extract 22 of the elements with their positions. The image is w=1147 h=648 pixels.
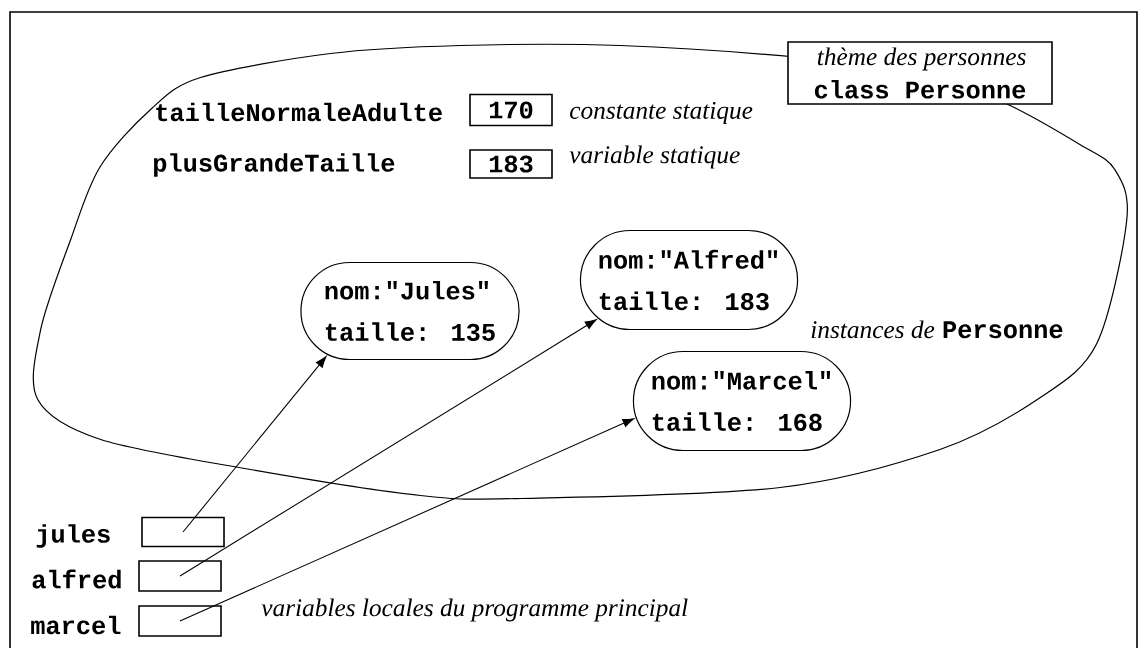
value-box: 183 xyxy=(469,149,553,179)
arrow xyxy=(182,356,327,533)
annotation: variable statique xyxy=(569,145,740,169)
variable-box xyxy=(138,605,222,637)
variable-name: marcel xyxy=(31,615,121,635)
cloud-outline xyxy=(32,43,1128,500)
variable-name: tailleNormaleAdulte xyxy=(156,102,442,122)
object-box: nom:"Alfred" taille: 183 xyxy=(579,229,799,331)
variable-name: jules xyxy=(36,524,110,548)
variable-box xyxy=(138,560,222,592)
variable-name: plusGrandeTaille xyxy=(154,153,395,177)
annotation: constante statique xyxy=(570,101,753,125)
class-name: Personne xyxy=(943,321,1063,339)
object-box: nom:"Marcel" taille: 168 xyxy=(632,350,852,452)
caption: instances de xyxy=(811,320,935,339)
variable-box xyxy=(141,516,225,548)
arrow xyxy=(179,418,635,622)
value-box: 170 xyxy=(469,93,553,127)
caption: variables locales du programme principal xyxy=(261,598,688,622)
variable-name: alfred xyxy=(32,569,121,589)
arrow xyxy=(179,319,597,577)
object-box: nom:"Jules" taille: 135 xyxy=(300,261,520,361)
